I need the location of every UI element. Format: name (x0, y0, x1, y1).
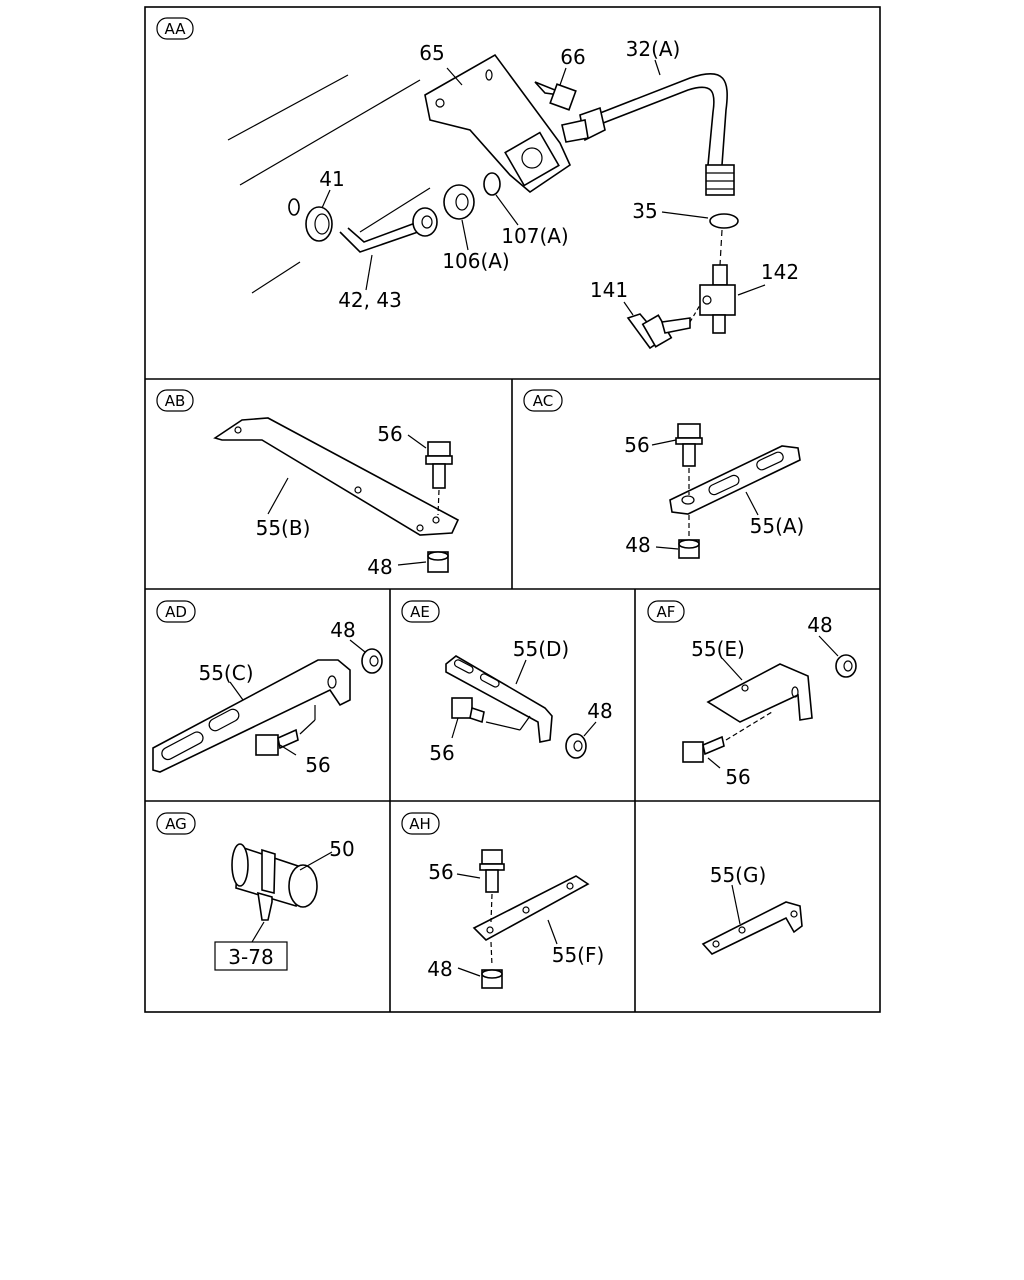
panel-id-badge: AF (647, 600, 685, 623)
label-48: 48 (427, 957, 452, 981)
label-55d: 55(D) (513, 637, 569, 661)
label-48: 48 (587, 699, 612, 723)
label-107a: 107(A) (501, 224, 568, 248)
washer-107a (483, 172, 501, 196)
nut-48 (361, 648, 383, 674)
label-66: 66 (560, 45, 585, 69)
panel-ad: AD 48 55(C) 56 (152, 600, 383, 777)
panel-id-text: AC (533, 392, 553, 410)
label-55g: 55(G) (710, 863, 767, 887)
panel-ac: AC 56 55(A) 48 (523, 389, 805, 559)
bolt-56 (255, 705, 316, 756)
nut-48 (835, 654, 857, 678)
label-56: 56 (377, 422, 402, 446)
panel-id-badge: AC (523, 389, 563, 412)
panel-55g: 55(G) (701, 863, 803, 955)
label-56: 56 (305, 753, 330, 777)
label-35: 35 (632, 199, 657, 223)
panel-ae: AE 55(D) 48 56 (401, 600, 613, 765)
diagram-frame (144, 6, 881, 1013)
bracket-65 (424, 53, 572, 194)
label-56: 56 (429, 741, 454, 765)
nut-48 (427, 551, 449, 573)
clamp-50 (231, 843, 318, 921)
spacer-106a (443, 184, 475, 220)
label-56: 56 (725, 765, 750, 789)
label-55e: 55(E) (691, 637, 745, 661)
panel-id-text: AE (410, 603, 430, 621)
bolt-56 (425, 441, 453, 516)
panel-id-badge: AG (156, 812, 196, 835)
label-55f: 55(F) (552, 943, 605, 967)
panel-id-text: AH (409, 815, 431, 833)
label-56: 56 (624, 433, 649, 457)
panel-aa: AA (156, 17, 799, 350)
panel-ag: AG 3-78 50 (156, 812, 355, 971)
label-42-43: 42, 43 (338, 288, 402, 312)
label-55a: 55(A) (750, 514, 805, 538)
pipe-42-43 (339, 207, 438, 253)
panel-af: AF 55(E) 48 56 (647, 600, 857, 789)
panel-id-text: AF (657, 603, 676, 621)
pipe-32a (561, 73, 735, 196)
panel-id-text: AB (165, 392, 186, 410)
bolt-56 (479, 849, 505, 923)
panel-id-text: AA (165, 20, 187, 38)
label-48: 48 (367, 555, 392, 579)
label-56: 56 (428, 860, 453, 884)
label-48: 48 (625, 533, 650, 557)
nut-48 (565, 733, 587, 759)
reference-box-3-78: 3-78 (214, 941, 288, 971)
label-32a: 32(A) (626, 37, 681, 61)
bracket-55c (152, 659, 351, 773)
label-50: 50 (329, 837, 354, 861)
panel-ab: AB 56 55(B) 48 (156, 389, 460, 579)
bolt-56 (451, 697, 531, 731)
label-41: 41 (319, 167, 344, 191)
panel-id-badge: AB (156, 389, 194, 412)
panel-id-badge: AH (401, 812, 440, 835)
label-142: 142 (761, 260, 799, 284)
label-141: 141 (590, 278, 628, 302)
nut-48 (481, 941, 503, 989)
bolt-66 (534, 81, 577, 111)
panel-ah: AH 56 55(F) 48 (401, 812, 605, 989)
nut-48 (678, 515, 700, 559)
panel-id-badge: AD (156, 600, 196, 623)
panel-id-badge: AE (401, 600, 440, 623)
label-3-78: 3-78 (228, 945, 273, 969)
tee-142 (699, 264, 736, 334)
label-106a: 106(A) (442, 249, 509, 273)
bracket-55e (706, 663, 813, 723)
grommet-41 (288, 198, 333, 242)
label-48: 48 (330, 618, 355, 642)
frame-rail (227, 74, 431, 294)
bracket-55a (669, 445, 801, 515)
bracket-55f (472, 875, 590, 941)
label-48: 48 (807, 613, 832, 637)
label-65: 65 (419, 41, 444, 65)
bolt-56 (675, 423, 703, 495)
label-55c: 55(C) (198, 661, 253, 685)
washer-35 (709, 213, 739, 229)
label-55b: 55(B) (256, 516, 311, 540)
bracket-55d (445, 655, 553, 743)
bracket-55g (701, 901, 803, 955)
hose-141 (626, 304, 701, 350)
leader-lines (321, 59, 766, 316)
bracket-55b (213, 417, 460, 536)
panel-id-text: AD (165, 603, 187, 621)
bolt-56 (682, 711, 773, 763)
panel-id-badge: AA (156, 17, 194, 40)
panel-id-text: AG (165, 815, 187, 833)
